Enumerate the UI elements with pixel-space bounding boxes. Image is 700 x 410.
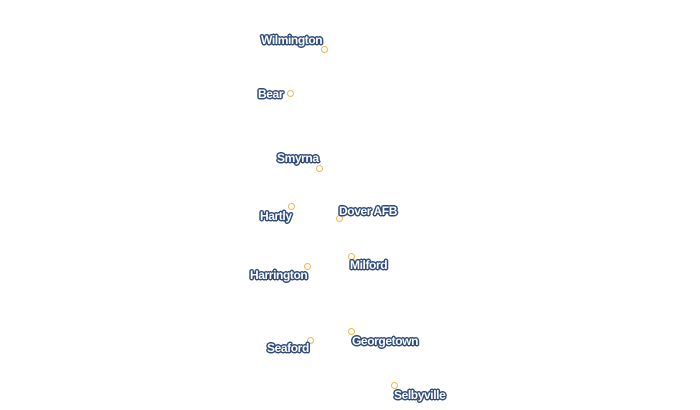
city-label: Harrington: [250, 268, 308, 282]
city-label: Hartly: [260, 209, 292, 223]
city-marker: [347, 252, 355, 260]
city-label: Wilmington: [261, 33, 323, 47]
city-marker: [315, 164, 323, 172]
city-marker: [287, 202, 295, 210]
city-label: Milford: [350, 258, 388, 272]
city-label: Dover AFB: [339, 204, 397, 218]
city-marker: [306, 336, 314, 344]
city-marker: [390, 381, 398, 389]
city-label: Seaford: [267, 341, 309, 355]
city-label: Smyrna: [277, 151, 319, 165]
city-marker: [335, 214, 343, 222]
city-marker: [286, 89, 294, 97]
city-label: Bear: [258, 87, 284, 101]
city-marker: [320, 45, 328, 53]
city-label: Georgetown: [352, 334, 419, 348]
city-marker: [303, 262, 311, 270]
city-label: Selbyville: [394, 388, 446, 402]
city-marker: [347, 327, 355, 335]
